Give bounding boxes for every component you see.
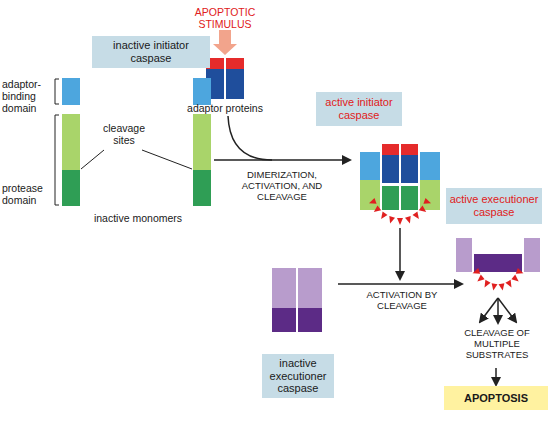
executioner-dark-part	[298, 308, 322, 332]
stimulus-label: APOPTOTIC STIMULUS	[185, 6, 265, 30]
adaptor-blue-part	[401, 155, 418, 183]
protease-domain-large	[62, 114, 80, 170]
caption-box: active initiator caspase	[316, 92, 402, 126]
process-arrow	[480, 298, 498, 322]
active-site-mark	[516, 268, 524, 274]
executioner-light-part	[298, 268, 322, 308]
active-site-mark	[492, 283, 498, 290]
protease-domain-small	[382, 186, 399, 210]
active-site-mark	[485, 280, 491, 288]
active-site-mark	[397, 218, 403, 225]
caption-box: inactive initiator caspase	[92, 36, 210, 68]
executioner-light-part	[272, 268, 296, 308]
adaptor-red-part	[226, 58, 244, 69]
active-site-mark	[381, 212, 387, 219]
active-site-mark	[413, 212, 419, 219]
adaptor-blue-part	[226, 69, 244, 99]
process-arrow	[495, 368, 497, 385]
active-site-mark	[473, 268, 481, 274]
leader-line	[81, 150, 104, 169]
adaptor-binding-domain	[193, 78, 211, 105]
stimulus-arrow	[213, 30, 237, 55]
adaptor-binding-domain	[360, 152, 380, 180]
adaptor-binding-domain	[62, 78, 80, 105]
node-text: active executioner caspase	[449, 193, 539, 218]
process-arrow	[399, 228, 401, 279]
protease-domain-small	[62, 170, 80, 206]
active-site-mark	[511, 275, 518, 282]
step-label: DIMERIZATION, ACTIVATION, AND CLEAVAGE	[236, 170, 328, 203]
protease-domain-large	[193, 114, 211, 170]
adaptor-red-part	[401, 144, 418, 155]
step-label: ACTIVATION BY CLEAVAGE	[356, 290, 448, 312]
adaptor-binding-domain	[420, 152, 440, 180]
active-site-mark	[374, 205, 381, 212]
domain-label: protease domain	[2, 182, 54, 206]
active-site-mark	[505, 280, 511, 288]
node-text: APOPTOSIS	[464, 392, 528, 405]
protease-domain-small	[193, 170, 211, 206]
protease-domain-large	[420, 180, 440, 210]
outcome-box: APOPTOSIS	[444, 386, 548, 410]
process-arrow	[338, 283, 462, 285]
active-site-mark	[423, 198, 431, 204]
node-text: inactive executioner caspase	[265, 357, 331, 395]
domain-label: adaptor-binding domain	[2, 78, 54, 114]
process-arrow	[214, 159, 350, 161]
executioner-dark-part	[272, 308, 296, 332]
caption-box: inactive executioner caspase	[262, 354, 334, 398]
active-site-mark	[477, 275, 484, 282]
adaptor-blue-part	[382, 155, 399, 183]
executioner-light-part	[524, 238, 540, 272]
joining-curve	[228, 116, 272, 160]
active-site-mark	[369, 198, 377, 204]
active-site-mark	[499, 283, 505, 290]
process-arrow	[498, 298, 516, 322]
executioner-light-part	[456, 238, 472, 272]
part-label: adaptor proteins	[175, 102, 275, 114]
step-label: CLEAVAGE OF MULTIPLE SUBSTRATES	[444, 328, 550, 361]
node-text: inactive initiator caspase	[95, 39, 207, 64]
protease-domain-small	[401, 186, 418, 210]
domain-bracket	[55, 79, 59, 104]
process-arrow	[497, 298, 499, 323]
domain-bracket	[55, 115, 59, 205]
node-text: active initiator caspase	[319, 96, 399, 121]
callout-label: cleavage sites	[96, 122, 152, 146]
active-site-mark	[389, 216, 395, 224]
protease-domain-large	[360, 180, 380, 210]
adaptor-red-part	[382, 144, 399, 155]
leader-line	[142, 150, 192, 169]
active-site-marks	[473, 268, 524, 291]
active-site-mark	[405, 216, 411, 224]
active-site-marks	[369, 198, 431, 225]
part-label: inactive monomers	[78, 212, 198, 224]
caption-box: active executioner caspase	[446, 188, 542, 224]
active-site-mark	[419, 205, 426, 212]
